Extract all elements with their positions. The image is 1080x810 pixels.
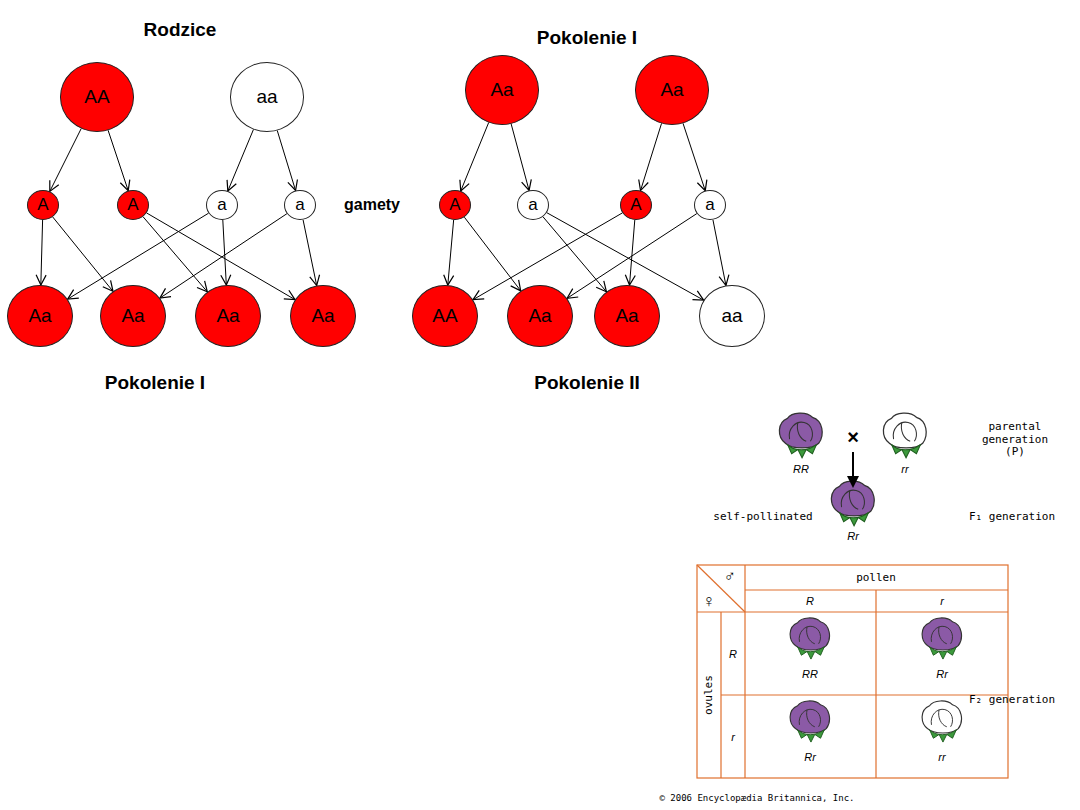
genotype-text: Aa — [311, 306, 334, 325]
gamete-circle: a — [517, 190, 549, 220]
parent-circle: AA — [60, 62, 134, 132]
row-header: ovules — [703, 675, 716, 715]
column-header: R — [806, 595, 814, 608]
column-header: r — [940, 595, 944, 608]
male-symbol: ♂ — [724, 567, 736, 585]
punnett-cell: RR — [802, 668, 818, 681]
generation-label: Pokolenie I — [537, 27, 637, 49]
offspring-circle: Aa — [507, 285, 573, 347]
parent-circle: Aa — [465, 55, 539, 125]
inheritance-arrow — [303, 220, 317, 286]
gamete-circle: a — [284, 190, 316, 220]
genotype-text: A — [449, 196, 460, 213]
cross-arrow — [847, 452, 859, 488]
inheritance-arrow — [50, 128, 81, 191]
generation-note: F₂ generation — [969, 694, 1055, 707]
genotype-text: a — [528, 196, 537, 213]
inheritance-arrow — [448, 220, 454, 285]
inheritance-arrow — [511, 124, 529, 191]
offspring-circle: Aa — [7, 285, 73, 347]
gamete-circle: A — [439, 190, 471, 220]
column-header: pollen — [856, 572, 896, 585]
inheritance-arrow — [713, 220, 726, 286]
genotype-text: aa — [721, 306, 742, 325]
inheritance-arrow — [223, 220, 227, 285]
genotype-label: rr — [901, 463, 908, 476]
row-header: r — [731, 731, 735, 744]
gamete-circle: A — [117, 190, 149, 220]
genotype-text: Aa — [528, 306, 551, 325]
genotype-text: AA — [432, 306, 457, 325]
flower-illustration — [779, 413, 961, 742]
genotype-text: a — [217, 196, 226, 213]
inheritance-arrow — [228, 129, 254, 191]
genotype-text: Aa — [615, 306, 638, 325]
genotype-text: a — [295, 196, 304, 213]
offspring-circle: AA — [412, 285, 478, 347]
row-header: R — [729, 648, 737, 661]
inheritance-arrow — [461, 122, 489, 191]
offspring-circle: Aa — [100, 285, 166, 347]
genotype-label: RR — [793, 463, 809, 476]
genotype-label: Rr — [847, 530, 859, 543]
diagram-title: Rodzice — [144, 19, 217, 41]
genotype-text: A — [37, 196, 48, 213]
gamete-circle: a — [694, 190, 726, 220]
genotype-text: aa — [256, 87, 277, 106]
offspring-circle: aa — [699, 285, 765, 347]
inheritance-arrow — [464, 217, 520, 291]
punnett-cell: Rr — [936, 668, 948, 681]
genotype-text: Aa — [490, 80, 513, 99]
generation-label: Pokolenie II — [534, 372, 640, 394]
punnett-grid — [697, 565, 1008, 778]
genotype-text: a — [705, 196, 714, 213]
inheritance-arrow — [641, 123, 662, 190]
process-note: self-pollinated — [713, 511, 812, 524]
punnett-cell: rr — [938, 751, 945, 764]
genotype-text: A — [630, 196, 641, 213]
female-symbol: ♀ — [702, 591, 716, 612]
punnett-cell: Rr — [804, 751, 816, 764]
parent-circle: Aa — [635, 55, 709, 125]
gamete-circle: A — [27, 190, 59, 220]
offspring-circle: Aa — [594, 285, 660, 347]
inheritance-arrow — [630, 220, 635, 285]
inheritance-arrow — [108, 130, 128, 190]
parent-circle: aa — [230, 62, 304, 132]
gamete-circle: a — [206, 190, 238, 220]
genotype-text: Aa — [28, 306, 51, 325]
generation-note: F₁ generation — [969, 511, 1055, 524]
gamete-circle: A — [620, 190, 652, 220]
genotype-text: AA — [84, 87, 109, 106]
inheritance-arrow — [41, 220, 43, 285]
inheritance-arrow — [683, 123, 705, 190]
inheritance-arrow — [277, 130, 295, 190]
genotype-text: Aa — [216, 306, 239, 325]
row-label: gamety — [344, 196, 400, 214]
cross-symbol: × — [847, 426, 859, 449]
genotype-text: Aa — [121, 306, 144, 325]
offspring-circle: Aa — [195, 285, 261, 347]
generation-label: Pokolenie I — [105, 372, 205, 394]
genotype-text: Aa — [660, 80, 683, 99]
offspring-circle: Aa — [290, 285, 356, 347]
inheritance-arrow — [53, 217, 113, 291]
genotype-text: A — [127, 196, 138, 213]
copyright-note: © 2006 Encyclopædia Britannica, Inc. — [659, 793, 854, 803]
generation-note: parental generation (P) — [970, 421, 1060, 459]
inheritance-arrow — [143, 217, 207, 292]
